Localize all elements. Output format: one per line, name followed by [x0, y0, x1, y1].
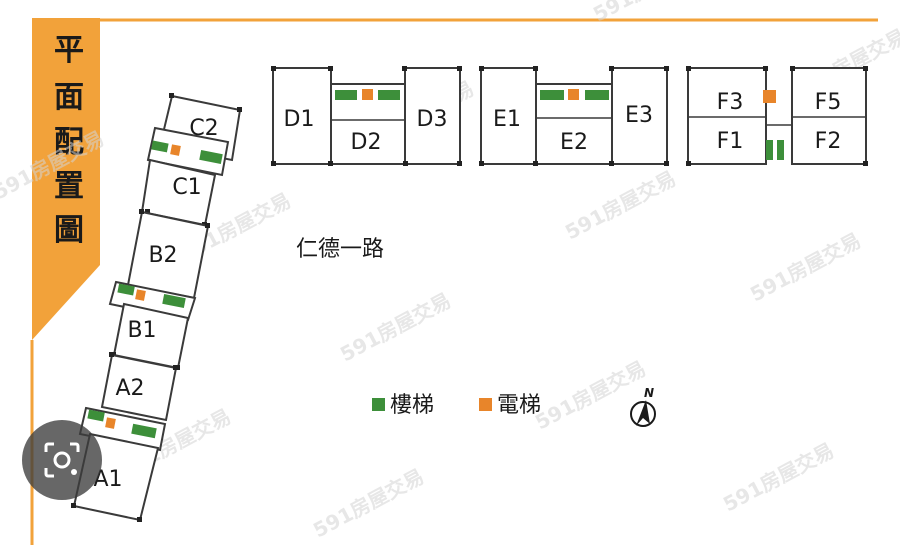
title-banner: 平 面 配 置 圖 — [30, 18, 878, 545]
watermark-text: 591房屋交易 — [719, 438, 838, 516]
unit-label-c2: C2 — [189, 116, 218, 141]
unit-label-e3: E3 — [625, 103, 653, 128]
unit-label-d1: D1 — [284, 107, 315, 132]
unit-label-f2: F2 — [815, 129, 842, 154]
unit-label-d2: D2 — [351, 130, 382, 155]
watermark-text: 591房屋交易 — [336, 288, 455, 366]
title-char-5: 圖 — [54, 213, 84, 248]
unit-label-c1: C1 — [172, 175, 201, 200]
building-f: F3 F1 F5 F2 — [686, 66, 868, 166]
unit-label-f1: F1 — [717, 129, 744, 154]
lens-search-icon[interactable] — [22, 420, 102, 500]
legend-elevator-label: 電梯 — [497, 393, 541, 418]
elevator-swatch — [479, 398, 492, 411]
street-name: 仁德一路 — [296, 237, 384, 262]
unit-label-a2: A2 — [115, 376, 144, 401]
building-a: A2 A1 — [71, 352, 178, 522]
unit-label-d3: D3 — [417, 107, 448, 132]
compass-north-label: N — [644, 386, 654, 400]
watermark-text: 591房屋交易 — [561, 166, 680, 244]
unit-label-e1: E1 — [493, 107, 521, 132]
unit-label-b1: B1 — [127, 318, 156, 343]
title-char-3: 配 — [54, 125, 84, 160]
unit-label-f3: F3 — [717, 90, 744, 115]
unit-label-f5: F5 — [815, 90, 842, 115]
title-char-2: 面 — [54, 80, 84, 115]
watermark-text: 591房屋交易 — [589, 0, 708, 26]
building-e: E1 E2 E3 — [479, 66, 669, 166]
title-char-1: 平 — [54, 33, 84, 68]
unit-label-b2: B2 — [148, 243, 177, 268]
watermark-text: 591房屋交易 — [531, 356, 650, 434]
watermark-text: 591房屋交易 — [309, 464, 428, 542]
title-char-4: 置 — [54, 169, 84, 204]
legend-stairs-label: 樓梯 — [390, 393, 434, 418]
lens-glyph-icon — [44, 442, 80, 478]
stairs-swatch — [372, 398, 385, 411]
legend: 樓梯 電梯 — [372, 393, 541, 418]
building-b: B2 B1 — [108, 209, 210, 370]
unit-label-e2: E2 — [560, 130, 588, 155]
north-arrow-icon: N — [630, 386, 656, 427]
building-d: D1 D2 D3 — [271, 66, 462, 166]
watermark-text: 591房屋交易 — [746, 228, 865, 306]
building-c: C2 C1 — [140, 93, 242, 227]
